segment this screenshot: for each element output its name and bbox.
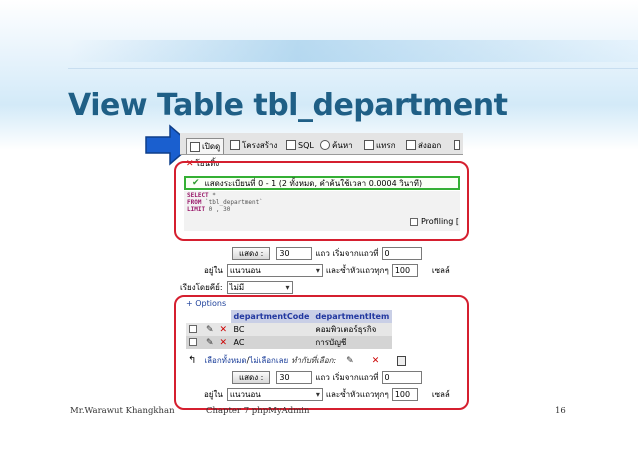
structure-icon [230,140,240,150]
tab-bar: เปิดดู โครงสร้าง SQL ค้นหา แทรก ส่งออก [180,133,463,155]
tab-label: ส่งออก [418,140,442,150]
search-icon [320,140,330,150]
repeat-input[interactable]: 100 [391,388,418,401]
delete-icon[interactable]: ✕ [219,337,228,348]
browse-icon [190,141,200,152]
rows-input[interactable]: 30 [276,247,313,260]
tab-label: SQL [298,140,314,150]
edit-icon[interactable]: ✎ [206,337,214,348]
profiling-label: Profiling [ [421,217,459,226]
page-number: 16 [555,406,566,416]
show-button[interactable]: แสดง : [232,247,271,260]
nav-row-bottom: แสดง : 30 แถว เริ่มจากแถวที่ 0 [232,371,422,384]
cells-label: เซลล์ [431,390,450,399]
display-mode-select[interactable]: แนวนอน [226,264,323,277]
tab-insert[interactable]: แทรก [364,137,396,153]
sql-arg: `tbl_department` [201,198,263,206]
result-message: แสดงระเบียนที่ 0 - 1 (2 ทั้งหมด, คำค้นใช… [204,178,423,188]
export-selected-icon[interactable] [397,355,407,366]
table-row: ✎ ✕ BC คอมพิวเตอร์ธุรกิจ [186,323,393,336]
cell-code: BC [230,323,313,336]
in-label: อยู่ใน [204,390,223,399]
start-row-input[interactable]: 0 [381,247,422,260]
tab-label: เปิดดู [202,142,221,151]
rows-label: แถว เริ่มจากแถวที่ [315,249,379,258]
table-highlight [174,295,469,410]
nav-row-top: แสดง : 30 แถว เริ่มจากแถวที่ 0 [232,247,422,260]
sql-arg: 0 , 30 [205,205,231,213]
footer-chapter: Chapter 7 phpMyAdmin [206,406,310,416]
tab-label: โครงสร้าง [242,140,278,150]
phpmyadmin-screenshot: เปิดดู โครงสร้าง SQL ค้นหา แทรก ส่งออก ✕… [174,133,469,413]
options-toggle[interactable]: + Options [186,299,227,308]
delete-icon[interactable]: ✕ [219,324,228,335]
repeat-label: และซ้ำหัวแถวทุกๆ [325,390,389,399]
nav-row-top-2: อยู่ใน แนวนอน และซ้ำหัวแถวทุกๆ 100 เซลล์ [204,264,450,277]
deselect-all-link[interactable]: ไม่เลือกเลย [249,356,289,365]
more-tab-icon [454,140,460,150]
select-all-link[interactable]: เลือกทั้งหมด [204,356,247,365]
profiling-toggle[interactable]: Profiling [ [410,217,459,226]
repeat-input[interactable]: 100 [391,264,418,277]
separator: / [246,356,250,365]
sort-row: เรียงโดยคีย์: ไม่มี [180,281,293,294]
tab-sql[interactable]: SQL [286,137,314,153]
rows-input[interactable]: 30 [276,371,313,384]
sort-key-select[interactable]: ไม่มี [226,281,293,294]
sort-label: เรียงโดยคีย์: [180,283,223,292]
tab-browse[interactable]: เปิดดู [186,138,225,154]
show-button[interactable]: แสดง : [232,371,271,384]
slide-header-band [0,0,638,150]
delete-icon: ✕ [186,158,194,169]
bulk-actions: ↰ เลือกทั้งหมด / ไม่เลือกเลย ทำกับที่เลื… [188,354,407,367]
insert-icon [364,140,374,150]
tab-export[interactable]: ส่งออก [406,137,441,153]
tab-more[interactable] [454,137,462,153]
profiling-checkbox[interactable] [410,217,418,226]
result-highlight [174,161,469,241]
bulk-delete-icon[interactable]: ✕ [371,355,380,366]
row-checkbox[interactable] [189,337,197,346]
start-row-input[interactable]: 0 [381,371,422,384]
cell-code: AC [230,336,313,349]
column-header[interactable]: departmentCode [230,310,313,323]
cells-label: เซลล์ [431,266,450,275]
sql-icon [286,140,296,150]
success-message: ✔ แสดงระเบียนที่ 0 - 1 (2 ทั้งหมด, คำค้น… [184,176,460,190]
sql-keyword: LIMIT [187,205,206,213]
display-mode-select[interactable]: แนวนอน [226,388,323,401]
in-label: อยู่ใน [204,266,223,275]
rows-label: แถว เริ่มจากแถวที่ [315,373,379,382]
sql-keyword: FROM [187,198,202,206]
nav-row-bottom-2: อยู่ใน แนวนอน และซ้ำหัวแถวทุกๆ 100 เซลล์ [204,388,450,401]
tab-label: ค้นหา [332,140,353,150]
bulk-edit-icon[interactable]: ✎ [346,355,354,366]
column-header[interactable]: departmentItem [312,310,393,323]
tab-label: แทรก [376,140,396,150]
with-selected-label: ทำกับที่เลือก: [291,356,337,365]
footer-author: Mr.Warawut Khangkhan [70,406,175,416]
checkmark-icon: ✔ [192,178,200,188]
edit-icon[interactable]: ✎ [206,324,214,335]
sql-arg: * [208,192,216,199]
cell-item: การบัญชี [312,336,393,349]
export-icon [406,140,416,150]
tab-search[interactable]: ค้นหา [320,137,353,153]
sql-keyword: SELECT [187,192,209,199]
repeat-label: และซ้ำหัวแถวทุกๆ [325,266,389,275]
slide-title: View Table tbl_department [68,88,508,123]
table-row: ✎ ✕ AC การบัญชี [186,336,393,349]
header-stripe [70,40,638,62]
corner-arrow-icon: ↰ [188,355,197,366]
data-table: departmentCode departmentItem ✎ ✕ BC คอม… [186,310,393,349]
header-divider [68,68,638,69]
tab-structure[interactable]: โครงสร้าง [230,137,277,153]
drop-label: โยนทิ้ง [195,159,220,168]
cell-item: คอมพิวเตอร์ธุรกิจ [312,323,393,336]
drop-table-link[interactable]: ✕ โยนทิ้ง [186,157,219,170]
row-checkbox[interactable] [189,324,197,333]
